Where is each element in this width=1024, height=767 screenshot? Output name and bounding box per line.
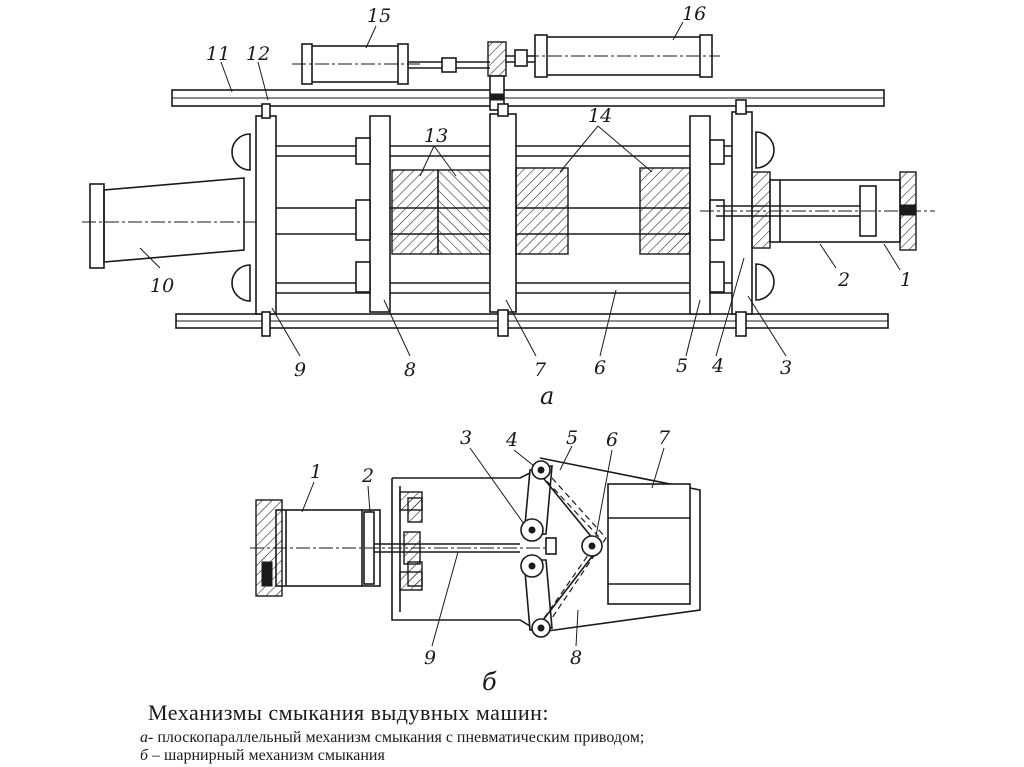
label-b-3: 3	[460, 427, 472, 449]
plate-9	[255, 103, 277, 337]
plate-7	[489, 103, 517, 337]
diagram-b: 1 2 3 4 5 6 7 9 8 б	[250, 427, 701, 696]
label-b-7: 7	[658, 427, 671, 449]
label-b-8: 8	[570, 647, 582, 669]
label-a-3: 3	[780, 357, 792, 379]
label-b-9: 9	[424, 647, 436, 669]
label-a-9: 9	[294, 359, 306, 381]
top-guide-rail	[171, 89, 885, 107]
cylinder-b-1	[250, 499, 550, 597]
mould-halves-14	[515, 167, 691, 255]
label-b-1: 1	[310, 461, 322, 483]
caption-text-a: плоскопараллельный механизм смыкания с п…	[157, 729, 645, 746]
label-a-8: 8	[404, 359, 416, 381]
piston-rods-15-16	[408, 49, 535, 73]
leaders-b	[301, 445, 665, 647]
leaders-a	[139, 21, 901, 357]
plate-8	[355, 115, 391, 313]
label-a-4: 4	[711, 355, 724, 377]
label-a-10: 10	[150, 275, 174, 297]
bottom-guide-rail	[175, 313, 889, 329]
label-a-11: 11	[206, 43, 230, 65]
caption-prefix-a: а-	[140, 729, 154, 746]
label-a-14: 14	[588, 105, 612, 127]
mould-plate-b-7	[539, 457, 701, 633]
label-a-1: 1	[900, 269, 912, 291]
mould-halves-13	[391, 169, 491, 255]
label-a-6: 6	[594, 357, 606, 379]
caption-line-b: б –шарнирный механизм смыкания	[140, 747, 385, 765]
label-a-5: 5	[676, 355, 688, 377]
labels-b: 1 2 3 4 5 6 7 9 8 б	[310, 427, 671, 696]
cylinder-15	[292, 43, 420, 85]
label-a-12: 12	[246, 43, 270, 65]
label-a-16: 16	[682, 3, 706, 25]
label-b-4: 4	[505, 429, 518, 451]
labels-a: 15 16 11 12 13 14 10 2 1 9 8 7 6 5 4 3 а	[150, 3, 912, 410]
label-b-6: 6	[606, 429, 618, 451]
cap-nuts-left	[231, 133, 251, 302]
diagram-a: 15 16 11 12 13 14 10 2 1 9 8 7 6 5 4 3 а	[82, 3, 935, 410]
piston-rod-b-9	[374, 531, 520, 565]
label-b-5: 5	[566, 427, 578, 449]
label-a-15: 15	[367, 5, 391, 27]
plate-5	[689, 115, 725, 315]
cylinder-1	[700, 171, 935, 251]
plate-3	[731, 99, 753, 337]
coupling-block	[487, 41, 507, 111]
caption-title: Механизмы смыкания выдувных машин:	[148, 700, 550, 725]
sublabel-a: а	[540, 382, 554, 410]
caption-text-b: шарнирный механизм смыкания	[164, 747, 385, 764]
cylinder-16	[525, 34, 720, 78]
cap-nuts-right	[755, 131, 775, 301]
cylinder-10	[82, 177, 262, 269]
caption-prefix-b: б –	[140, 747, 161, 764]
pins	[520, 460, 603, 638]
caption-line-a: а-плоскопараллельный механизм смыкания с…	[140, 729, 644, 747]
label-a-7: 7	[534, 359, 547, 381]
sublabel-b: б	[482, 668, 497, 696]
label-a-2: 2	[837, 269, 850, 291]
label-a-13: 13	[424, 125, 448, 147]
label-b-2: 2	[361, 465, 374, 487]
